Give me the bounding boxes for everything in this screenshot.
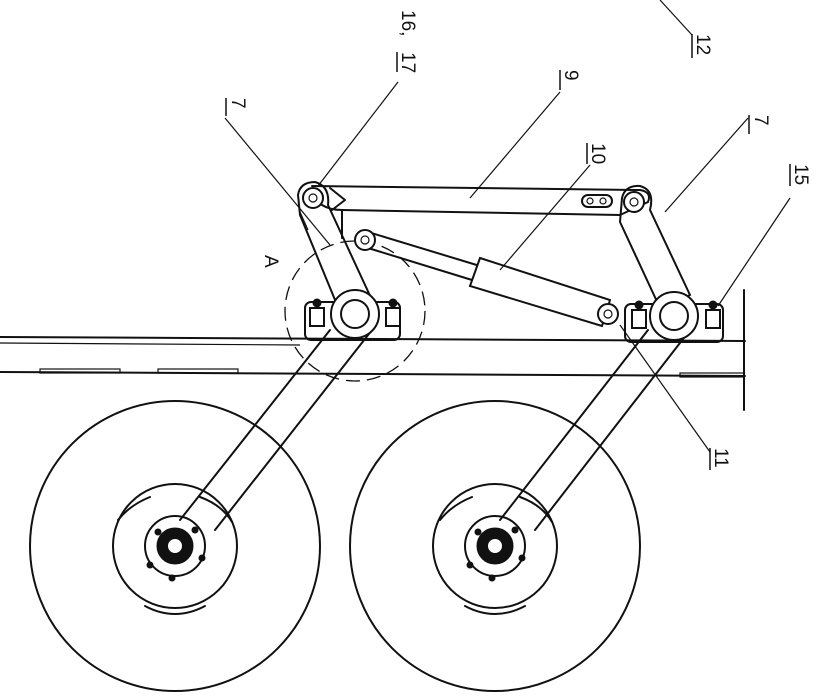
swing-arm-right (499, 329, 691, 531)
label-9: 9 (559, 70, 581, 90)
label-10: 10 (586, 143, 608, 164)
svg-text:17: 17 (397, 52, 418, 73)
leader-lines (224, 0, 791, 453)
hydraulic-cylinder (354, 229, 619, 328)
svg-text:12: 12 (692, 34, 713, 55)
svg-text:15: 15 (790, 164, 811, 185)
label-7-right: 7 (748, 115, 771, 134)
label-7-left: 7 (225, 98, 248, 116)
swing-arm-left (179, 329, 373, 531)
label-11: 11 (709, 448, 731, 470)
label-a: A (260, 255, 281, 268)
pivot-mount-left (304, 289, 401, 341)
svg-text:10: 10 (587, 143, 608, 164)
bell-crank-left (297, 181, 373, 313)
label-15: 15 (789, 164, 811, 186)
svg-text:16,: 16, (397, 10, 418, 36)
label-16-17: 16, 17 (396, 10, 418, 73)
svg-text:9: 9 (560, 70, 581, 81)
pivot-mount-right (624, 291, 724, 343)
svg-text:A: A (260, 255, 281, 268)
svg-text:11: 11 (710, 448, 731, 468)
label-12: 12 (691, 34, 713, 58)
wheel-right (349, 400, 641, 692)
bell-crank-right (619, 184, 691, 309)
detail-circle-a (284, 240, 426, 382)
svg-text:7: 7 (750, 115, 771, 126)
wheel-left (29, 400, 321, 692)
svg-text:7: 7 (227, 98, 248, 109)
